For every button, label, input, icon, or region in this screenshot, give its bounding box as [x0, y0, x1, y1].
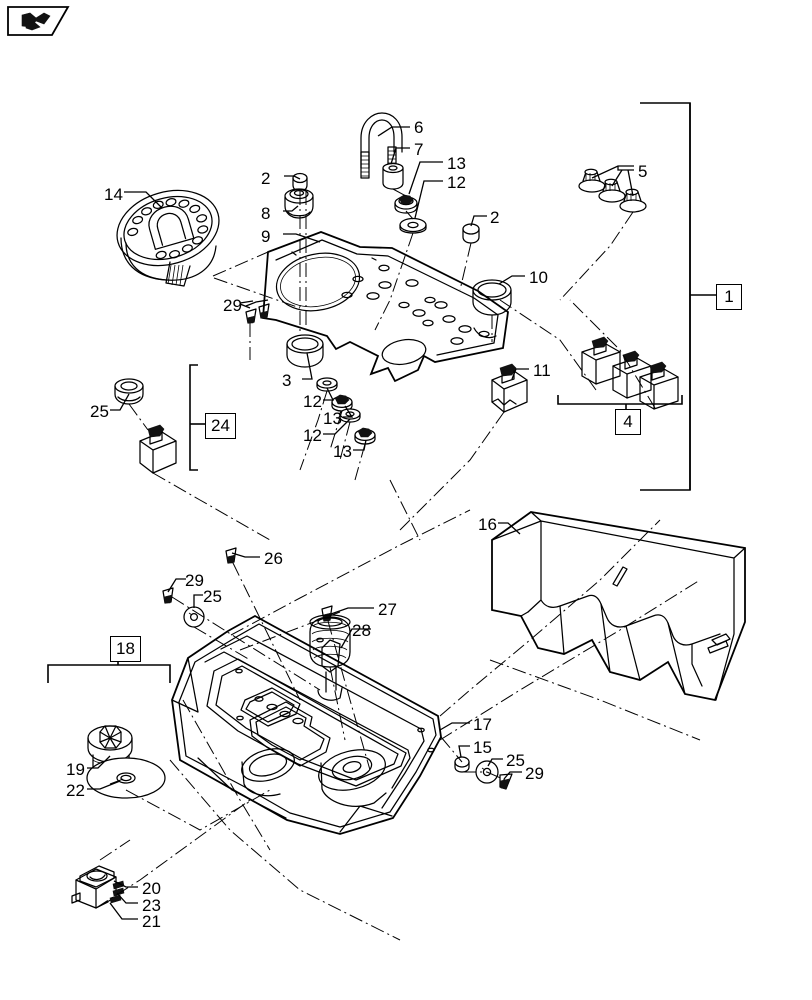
part-24-switch-housing [139, 424, 177, 474]
part-11-switch-housing [491, 363, 528, 413]
part-16-console-cover [491, 511, 746, 702]
part-26-screw [225, 547, 237, 564]
callout-19: 19 [66, 760, 85, 779]
callout-27: 27 [378, 600, 397, 619]
callout-13-c: 13 [333, 442, 352, 461]
bracket-group-1 [640, 102, 716, 491]
part-8-grommet-boot [284, 188, 314, 219]
part-22-seal-washer [86, 757, 166, 799]
callout-28: 28 [352, 621, 371, 640]
callout-6: 6 [414, 118, 424, 137]
callout-3: 3 [282, 371, 292, 390]
part-23-terminals [109, 880, 125, 904]
part-28-bellows-boot [309, 614, 351, 668]
callout-12-b: 12 [303, 392, 322, 411]
part-13-lock-nut-upper [394, 194, 418, 214]
part-29-screw-pair-upper [239, 299, 270, 324]
group-label-24: 24 [205, 413, 236, 439]
callout-9: 9 [261, 227, 271, 246]
callout-10: 10 [529, 268, 548, 287]
part-25-washer-seal-b [183, 606, 205, 628]
part-4-switch-housing-set [581, 336, 679, 410]
callout-7: 7 [414, 140, 424, 159]
callout-13-b: 13 [323, 409, 342, 428]
part-12-flat-washer-c [339, 408, 361, 423]
group-label-1: 1 [716, 284, 742, 310]
assembly-axis-lines [95, 188, 701, 941]
callout-11: 11 [533, 361, 551, 380]
callout-2-b: 2 [490, 208, 500, 227]
manufacturer-logo-mark [7, 6, 70, 36]
part-13-lock-nut-b [331, 394, 353, 412]
part-14-instrument-cluster [116, 189, 220, 287]
callout-26: 26 [264, 549, 283, 568]
callout-13-a: 13 [447, 154, 466, 173]
callout-25-b: 25 [203, 587, 222, 606]
bracket-group-24 [189, 364, 206, 471]
part-7-spacer-bushing [382, 162, 404, 190]
part-20-switch-module [71, 865, 125, 909]
part-2-plug-cap-b [462, 223, 480, 244]
callout-29-c: 29 [525, 764, 544, 783]
callout-29-b: 29 [185, 571, 204, 590]
part-12-flat-washer-upper [399, 217, 427, 234]
callout-23: 23 [142, 896, 161, 915]
part-29-screw-b [162, 587, 174, 604]
switch-housing-c [639, 361, 679, 410]
part-13-lock-nut-c [354, 427, 376, 445]
callout-20: 20 [142, 879, 161, 898]
grommet-a [578, 168, 606, 193]
part-3-plug-cap-medium [286, 334, 324, 368]
callout-2-a: 2 [261, 169, 271, 188]
callout-5: 5 [638, 162, 648, 181]
callout-22: 22 [66, 781, 85, 800]
callout-14: 14 [104, 185, 123, 204]
callout-25-a: 25 [90, 402, 109, 421]
switch-housing-a [581, 336, 621, 385]
part-25-washer-seal-a [114, 378, 144, 405]
callout-17: 17 [473, 715, 492, 734]
callout-25-c: 25 [506, 751, 525, 770]
group-label-18: 18 [110, 636, 141, 662]
callout-12-c: 12 [303, 426, 322, 445]
callout-8: 8 [261, 204, 271, 223]
part-17-console-body [171, 614, 442, 835]
part-9-support-panel [262, 231, 509, 383]
bracket-group-18 [47, 652, 171, 683]
switch-housing-b [612, 350, 652, 399]
part-15-bushing [454, 756, 470, 773]
callout-29-a: 29 [223, 296, 242, 315]
callout-12-a: 12 [447, 173, 466, 192]
callout-16: 16 [478, 515, 497, 534]
part-5-grommet-set [578, 165, 647, 213]
callout-21: 21 [142, 912, 161, 931]
callout-15: 15 [473, 738, 492, 757]
group-label-4: 4 [615, 409, 641, 435]
callout-leader-lines [87, 126, 634, 920]
